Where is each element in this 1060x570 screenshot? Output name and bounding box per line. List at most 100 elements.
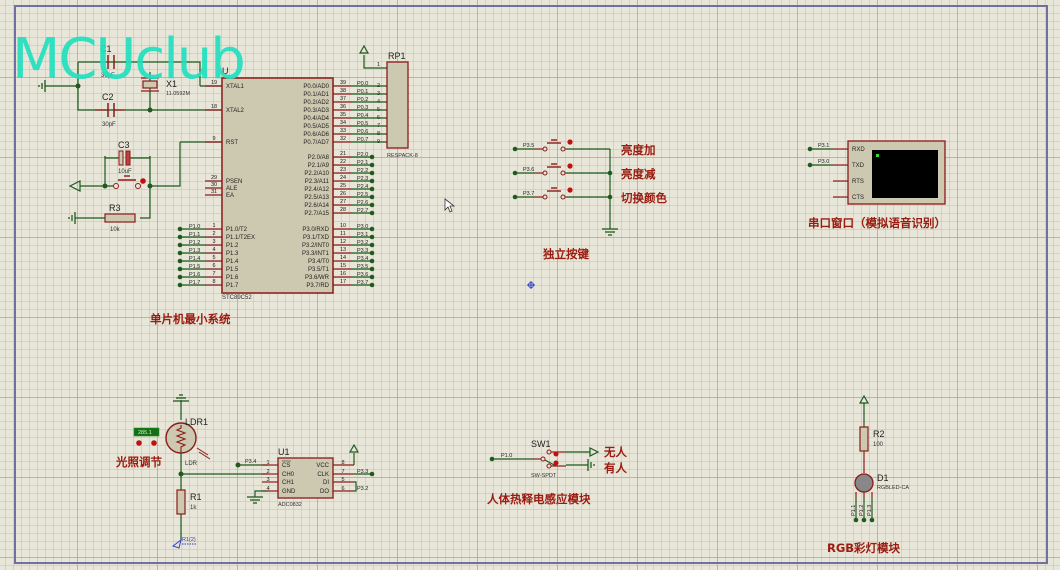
resistor-r2[interactable]: R2 100 [859, 426, 885, 452]
decrease-light-button[interactable] [136, 440, 142, 446]
d1-part: RGBLED-CA [877, 485, 909, 491]
mcu-minimum-system: 30pF C2 30pF X1 11.0592M C3 10uF [38, 44, 418, 326]
pin-name: P1.1/T2EX [226, 235, 255, 241]
adc-part: ADC0832 [278, 502, 302, 508]
pin-name: CS [282, 463, 290, 469]
sw1-net: P1.0 [501, 453, 512, 459]
terminal-pin-rts[interactable]: RTS [833, 179, 864, 185]
section-title-light: 光照调节 [115, 455, 162, 469]
c1-value: 30pF [101, 73, 115, 79]
capacitor-c2[interactable]: C2 30pF [95, 92, 125, 128]
net-label: P0.5 [357, 121, 368, 127]
button-indicator-icon [567, 163, 573, 169]
reset-button[interactable] [113, 175, 146, 189]
led-pin-g[interactable]: P1.2 [859, 492, 867, 523]
ldr-sensor[interactable]: LDR1 LDR [165, 417, 211, 467]
resistor-r1[interactable]: R1 1k [176, 489, 202, 515]
ldr-light-control[interactable]: 285.1 [133, 427, 160, 446]
rp1-pin-number: 3 [377, 91, 380, 97]
resistor-r3[interactable]: R3 10k [104, 203, 136, 233]
rp1-pin-number: 4 [377, 99, 380, 105]
capacitor-c3[interactable]: C3 10uF [104, 140, 151, 175]
capacitor-c1[interactable]: 30pF [101, 55, 115, 79]
terminal-screen[interactable] [872, 150, 938, 198]
mcu-pin-7[interactable]: 7P1.6P1.6 [177, 271, 239, 281]
resistor-pack-rp1[interactable]: RP1 RESPACK-8 1 [358, 44, 418, 159]
net-label: P0.6 [357, 129, 368, 135]
mcu-pin-6[interactable]: 6P1.5P1.5 [177, 263, 239, 273]
junction-dot [369, 210, 375, 216]
increase-light-button[interactable] [151, 440, 157, 446]
mcu-pin-5[interactable]: 5P1.4P1.4 [177, 255, 239, 265]
terminal-net-label: P3.1 [818, 143, 829, 149]
button-indicator-icon [567, 187, 573, 193]
voltage-probe-r1[interactable]: R1(2) [171, 537, 197, 549]
pin-name: GND [282, 489, 296, 495]
mcu-chip[interactable]: STC89C52 [221, 77, 334, 301]
rgb-led-d1[interactable]: D1 RGBLED-CA [854, 473, 909, 493]
crystal-x1[interactable]: X1 11.0592M [141, 77, 190, 97]
adc-pin-6[interactable]: 6DO [320, 486, 354, 495]
pin-name: P1.7 [226, 283, 239, 289]
mcu-pin-3[interactable]: 3P1.2P1.2 [177, 239, 239, 249]
junction-dot [369, 274, 375, 280]
adc-chip[interactable]: U1 ADC0832 [277, 447, 334, 508]
adc-pin-5[interactable]: 5DI [323, 477, 354, 486]
led-pin-b[interactable]: P1.3 [867, 492, 875, 523]
junction-dot [235, 462, 241, 468]
terminal-pin-cts[interactable]: CTS [833, 195, 864, 201]
net-label: P1.3 [189, 248, 200, 254]
mcu-ref: U [222, 66, 229, 76]
mcu-pin-8[interactable]: 8P1.7P1.7 [177, 279, 239, 289]
mcu-pin-4[interactable]: 4P1.3P1.3 [177, 247, 239, 257]
net-label: P2.5 [357, 192, 368, 198]
pin-number: 7 [212, 271, 215, 277]
led-pin-r[interactable]: P1.1 [851, 492, 859, 523]
switch-sw1[interactable]: SW1 SW-SPDT [531, 439, 566, 479]
